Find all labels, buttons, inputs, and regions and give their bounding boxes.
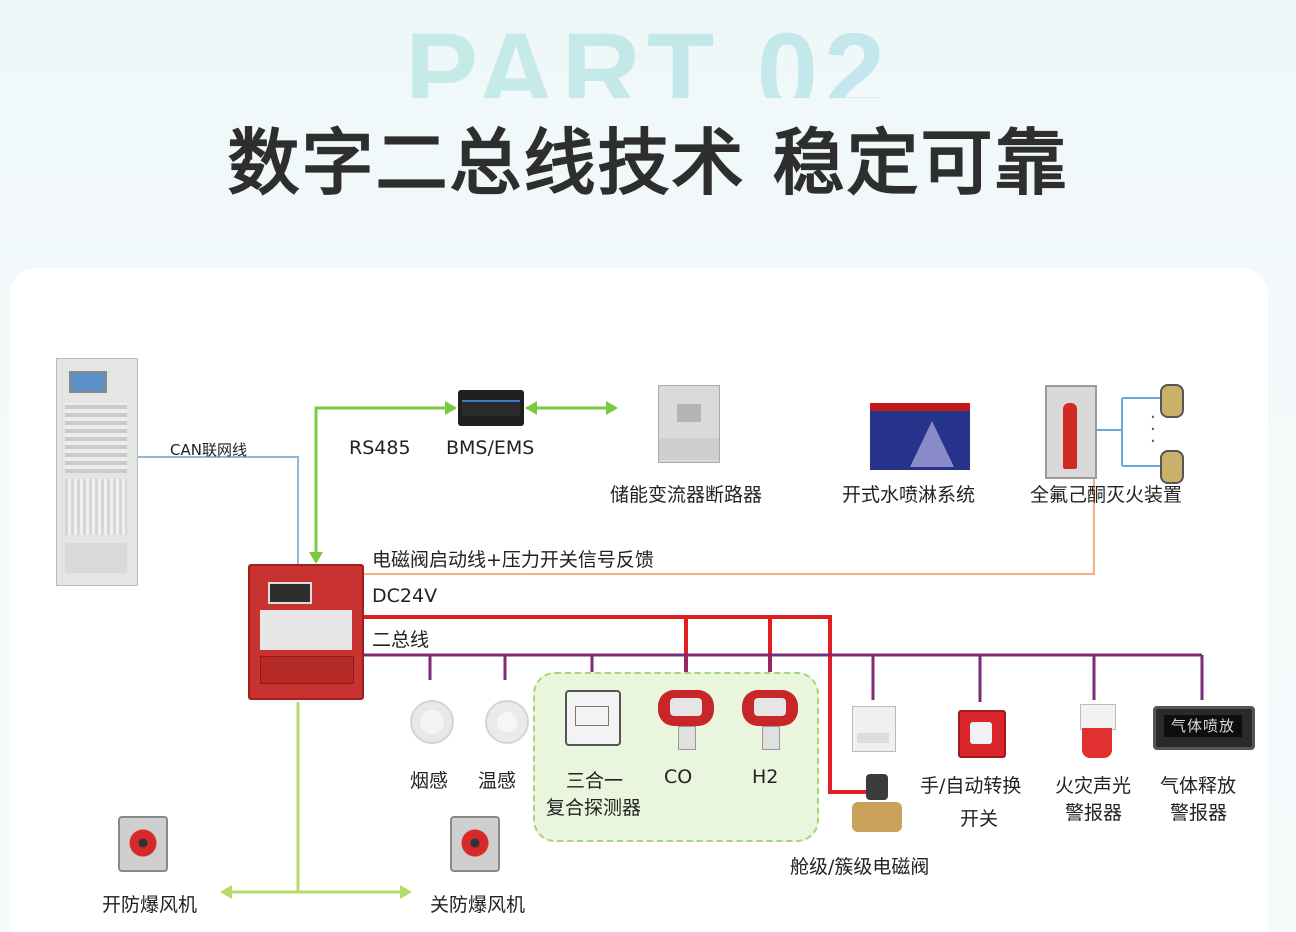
sprinkler-image bbox=[870, 403, 970, 470]
nozzle-dots-icon: ··· bbox=[1150, 407, 1156, 452]
valve-label: 舱级/簇级电磁阀 bbox=[790, 856, 930, 878]
fan-off-icon bbox=[450, 816, 500, 872]
h2-label: H2 bbox=[752, 766, 779, 788]
co-label: CO bbox=[664, 766, 693, 788]
rs485-label: RS485 bbox=[349, 437, 411, 459]
gas-label-2: 警报器 bbox=[1170, 802, 1228, 824]
alarm-label-2: 警报器 bbox=[1065, 802, 1123, 824]
sound-light-alarm-icon bbox=[1080, 704, 1116, 760]
switch-label-2: 开关 bbox=[960, 808, 999, 830]
part-watermark: PART 02 bbox=[0, 18, 1296, 98]
fan-on-icon bbox=[118, 816, 168, 872]
gas-sign-text: 气体喷放 bbox=[1164, 715, 1242, 737]
nozzle-bracket bbox=[1094, 397, 1160, 467]
rs485-arrow-right bbox=[445, 401, 457, 415]
fan-off-arrow bbox=[400, 885, 412, 899]
sprinkler-label: 开式水喷淋系统 bbox=[842, 484, 976, 506]
dc24v-line bbox=[360, 615, 868, 794]
heat-detector-icon bbox=[485, 700, 529, 744]
breaker-label: 储能变流器断路器 bbox=[610, 484, 763, 506]
fan-off-label: 关防爆风机 bbox=[430, 894, 526, 916]
control-cabinet bbox=[56, 358, 138, 586]
switch-label-1: 手/自动转换 bbox=[920, 775, 1022, 797]
breaker-arrow-right bbox=[606, 401, 618, 415]
fan-on-label: 开防爆风机 bbox=[102, 894, 198, 916]
co-sensor-icon bbox=[650, 690, 722, 750]
heat-label: 温感 bbox=[478, 770, 517, 792]
nozzle-icon-bottom bbox=[1160, 450, 1184, 484]
two-bus-label: 二总线 bbox=[372, 629, 430, 651]
manual-auto-switch-icon bbox=[958, 710, 1006, 758]
smoke-detector-icon bbox=[410, 700, 454, 744]
extinguisher-cabinet bbox=[1045, 385, 1097, 479]
smoke-label: 烟感 bbox=[410, 770, 449, 792]
can-label: CAN联网线 bbox=[170, 441, 247, 459]
fan-on-arrow bbox=[220, 885, 232, 899]
bms-arrow-left bbox=[525, 401, 537, 415]
gas-release-alarm-sign: 气体喷放 bbox=[1153, 706, 1255, 750]
module-box-icon bbox=[852, 706, 896, 752]
bms-label: BMS/EMS bbox=[446, 437, 535, 459]
nozzle-icon-top bbox=[1160, 384, 1184, 418]
fan-line bbox=[222, 702, 410, 894]
fire-controller bbox=[248, 564, 364, 700]
extinguisher-label: 全氟己酮灭火装置 bbox=[1030, 484, 1183, 506]
combo-detector-icon bbox=[565, 690, 621, 746]
can-line bbox=[138, 456, 299, 565]
solenoid-valve-icon bbox=[852, 774, 902, 840]
breaker-device bbox=[658, 385, 720, 463]
page-title: 数字二总线技术 稳定可靠 bbox=[227, 121, 1069, 205]
solenoid-line-label: 电磁阀启动线+压力开关信号反馈 bbox=[372, 549, 654, 571]
alarm-label-1: 火灾声光 bbox=[1055, 775, 1132, 797]
combo-label-2: 复合探测器 bbox=[546, 797, 642, 819]
gas-label-1: 气体释放 bbox=[1160, 775, 1237, 797]
rs485-line bbox=[314, 406, 455, 560]
h2-sensor-icon bbox=[734, 690, 806, 750]
dc24v-label: DC24V bbox=[372, 585, 438, 607]
bms-device bbox=[458, 390, 524, 426]
combo-label-1: 三合一 bbox=[566, 770, 624, 792]
rs485-arrow-down bbox=[309, 552, 323, 564]
